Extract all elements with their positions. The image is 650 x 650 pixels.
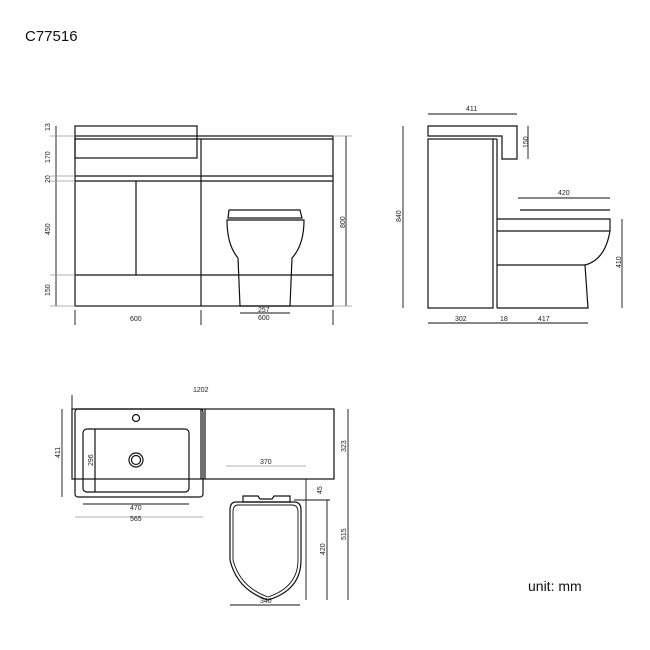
dim-417: 417 <box>538 316 550 323</box>
dim-340: 340 <box>260 598 272 605</box>
dim-150: 150 <box>45 284 52 296</box>
dim-18: 18 <box>500 316 508 323</box>
dim-515: 515 <box>341 528 348 540</box>
product-code: C77516 <box>25 28 78 45</box>
dim-411-plan: 411 <box>55 447 62 458</box>
dim-20: 20 <box>45 175 52 183</box>
dim-257: 257 <box>258 307 270 314</box>
dim-410: 410 <box>616 256 623 268</box>
side-view: 411 840 150 420 410 302 18 417 <box>396 106 623 324</box>
dim-470: 470 <box>130 505 142 512</box>
dim-13: 13 <box>45 123 52 131</box>
dim-800: 800 <box>340 216 347 228</box>
dim-420: 420 <box>558 190 570 197</box>
dim-840: 840 <box>396 210 403 222</box>
dim-45: 45 <box>317 486 324 494</box>
plan-view: 1202 411 296 470 565 323 370 45 420 515 … <box>55 387 349 606</box>
dim-565: 565 <box>130 516 142 523</box>
dim-450: 450 <box>45 223 52 235</box>
front-view: 13 170 20 450 150 800 600 257 600 <box>45 123 352 325</box>
dim-150-basin: 150 <box>523 136 530 148</box>
dim-600-vanity: 600 <box>130 316 142 323</box>
dim-420-plan: 420 <box>320 543 327 555</box>
dim-1202: 1202 <box>193 387 209 394</box>
dim-170: 170 <box>45 151 52 163</box>
dim-296: 296 <box>88 454 95 466</box>
dim-370: 370 <box>260 459 272 466</box>
dim-600-wc: 600 <box>258 315 270 322</box>
dim-411: 411 <box>466 106 477 113</box>
unit-label: unit: mm <box>528 578 582 594</box>
dim-323: 323 <box>341 440 348 452</box>
dim-302: 302 <box>455 316 467 323</box>
